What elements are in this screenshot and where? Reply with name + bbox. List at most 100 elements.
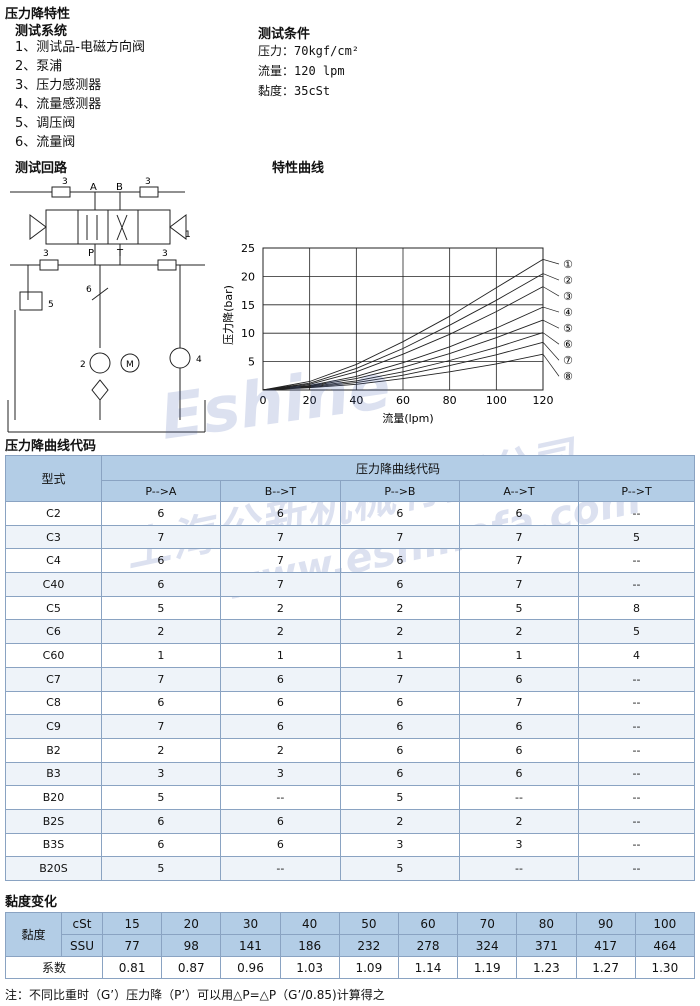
code-cell: 6 bbox=[458, 714, 580, 739]
code-cell: 2 bbox=[219, 737, 341, 763]
curve-leader-line bbox=[542, 342, 560, 361]
curve-series-7 bbox=[262, 341, 544, 391]
factor-cell: 0.87 bbox=[161, 956, 222, 979]
code-cell: 6 bbox=[458, 501, 580, 526]
code-cell: -- bbox=[458, 856, 580, 881]
cst-cell: 80 bbox=[516, 912, 577, 935]
column-group-header: 压力降曲线代码 bbox=[101, 455, 695, 481]
y-tick-label: 20 bbox=[241, 270, 255, 283]
list-item: 2、泵浦 bbox=[15, 59, 63, 74]
code-cell: 6 bbox=[339, 737, 460, 763]
x-tick-label: 60 bbox=[396, 394, 410, 407]
cst-cell: 50 bbox=[338, 912, 399, 935]
curve-marker-label: ⑤ bbox=[563, 322, 573, 335]
model-cell: B20S bbox=[5, 856, 102, 881]
code-cell: 6 bbox=[101, 690, 221, 716]
code-cell: -- bbox=[219, 785, 341, 810]
curve-leader-line bbox=[542, 354, 560, 377]
ssu-cell: 417 bbox=[575, 934, 636, 957]
test-circuit-diagram: A B P T 3 3 3 3 1 2 M 4 5 6 bbox=[7, 177, 206, 433]
code-cell: 7 bbox=[458, 572, 580, 597]
curve-marker-label: ③ bbox=[563, 290, 573, 303]
code-cell: 5 bbox=[578, 619, 695, 645]
code-cell: -- bbox=[578, 856, 695, 881]
column-header: P-->B bbox=[339, 480, 460, 502]
sensor-label: 3 bbox=[43, 249, 49, 259]
ssu-cell: 278 bbox=[397, 934, 459, 957]
code-cell: 7 bbox=[219, 572, 341, 597]
y-tick-label: 15 bbox=[241, 299, 255, 312]
model-cell: B20 bbox=[5, 785, 102, 810]
code-cell: 6 bbox=[458, 737, 580, 763]
viscosity-table: 黏度 cSt 15 20 30 40 50 60 70 80 90 100 SS… bbox=[5, 912, 696, 979]
curve-series-2 bbox=[262, 273, 544, 391]
factor-cell: 1.30 bbox=[634, 956, 696, 979]
curve-marker-label: ⑥ bbox=[563, 338, 573, 351]
model-cell: C40 bbox=[5, 572, 102, 597]
y-tick-label: 25 bbox=[241, 242, 255, 255]
curve-leader-line bbox=[542, 332, 560, 345]
curve-leader-line bbox=[542, 319, 560, 329]
code-cell: 7 bbox=[101, 524, 221, 550]
flow-valve-label: 6 bbox=[86, 285, 92, 295]
code-cell: 6 bbox=[339, 761, 460, 787]
x-tick-label: 120 bbox=[533, 394, 554, 407]
test-conditions-heading: 测试条件 bbox=[258, 27, 311, 42]
code-cell: 6 bbox=[219, 501, 341, 526]
cst-cell: 100 bbox=[634, 912, 696, 935]
ssu-cell: 464 bbox=[634, 934, 696, 957]
viscosity-heading: 黏度变化 bbox=[5, 895, 58, 910]
codes-table-heading: 压力降曲线代码 bbox=[5, 439, 97, 454]
factor-cell: 0.81 bbox=[101, 956, 163, 979]
cst-cell: 30 bbox=[220, 912, 281, 935]
condition-pressure: 压力：70kgf/cm² bbox=[258, 44, 360, 58]
code-cell: 7 bbox=[339, 524, 460, 550]
model-cell: C2 bbox=[5, 501, 102, 526]
page-title: 压力降特性 bbox=[5, 7, 71, 22]
port-p-label: P bbox=[88, 248, 94, 259]
ssu-cell: 324 bbox=[457, 934, 518, 957]
model-cell: B3 bbox=[5, 761, 102, 787]
cst-cell: 15 bbox=[101, 912, 163, 935]
cst-cell: 60 bbox=[397, 912, 459, 935]
curve-series-6 bbox=[262, 332, 544, 391]
list-item: 6、流量阀 bbox=[15, 135, 76, 150]
curve-leader-line bbox=[542, 259, 560, 265]
code-cell: 2 bbox=[339, 619, 460, 645]
code-cell: 3 bbox=[219, 761, 341, 787]
flowmeter-label: 4 bbox=[196, 355, 202, 365]
relief-valve-label: 5 bbox=[48, 300, 54, 310]
curve-series-3 bbox=[262, 286, 544, 391]
cst-cell: 40 bbox=[279, 912, 340, 935]
pump-label: 2 bbox=[80, 360, 86, 370]
y-tick-label: 10 bbox=[241, 327, 255, 340]
column-header-model: 型式 bbox=[5, 455, 102, 502]
test-conditions-list: 压力：70kgf/cm² 流量：120 lpm 黏度：35cSt bbox=[258, 41, 359, 101]
port-t-label: T bbox=[116, 248, 124, 259]
cst-cell: 90 bbox=[575, 912, 636, 935]
code-cell: 6 bbox=[458, 761, 580, 787]
pressure-drop-code-table: 型式 压力降曲线代码 P-->A B-->T P-->B A-->T P-->T… bbox=[5, 455, 695, 881]
curve-marker-label: ① bbox=[563, 258, 573, 271]
code-cell: -- bbox=[578, 714, 695, 739]
y-tick-label: 5 bbox=[248, 356, 255, 369]
ssu-cell: 371 bbox=[516, 934, 577, 957]
factor-label: 系数 bbox=[5, 956, 103, 979]
code-cell: 6 bbox=[101, 808, 221, 834]
condition-viscosity: 黏度：35cSt bbox=[258, 84, 331, 98]
code-cell: 1 bbox=[458, 643, 580, 668]
code-cell: 6 bbox=[219, 666, 341, 692]
code-cell: 2 bbox=[339, 808, 460, 834]
code-cell: 7 bbox=[101, 666, 221, 692]
model-cell: B2S bbox=[5, 808, 102, 834]
code-cell: 2 bbox=[458, 619, 580, 645]
code-cell: 7 bbox=[339, 666, 460, 692]
code-cell: 6 bbox=[219, 832, 341, 858]
model-cell: B2 bbox=[5, 737, 102, 763]
